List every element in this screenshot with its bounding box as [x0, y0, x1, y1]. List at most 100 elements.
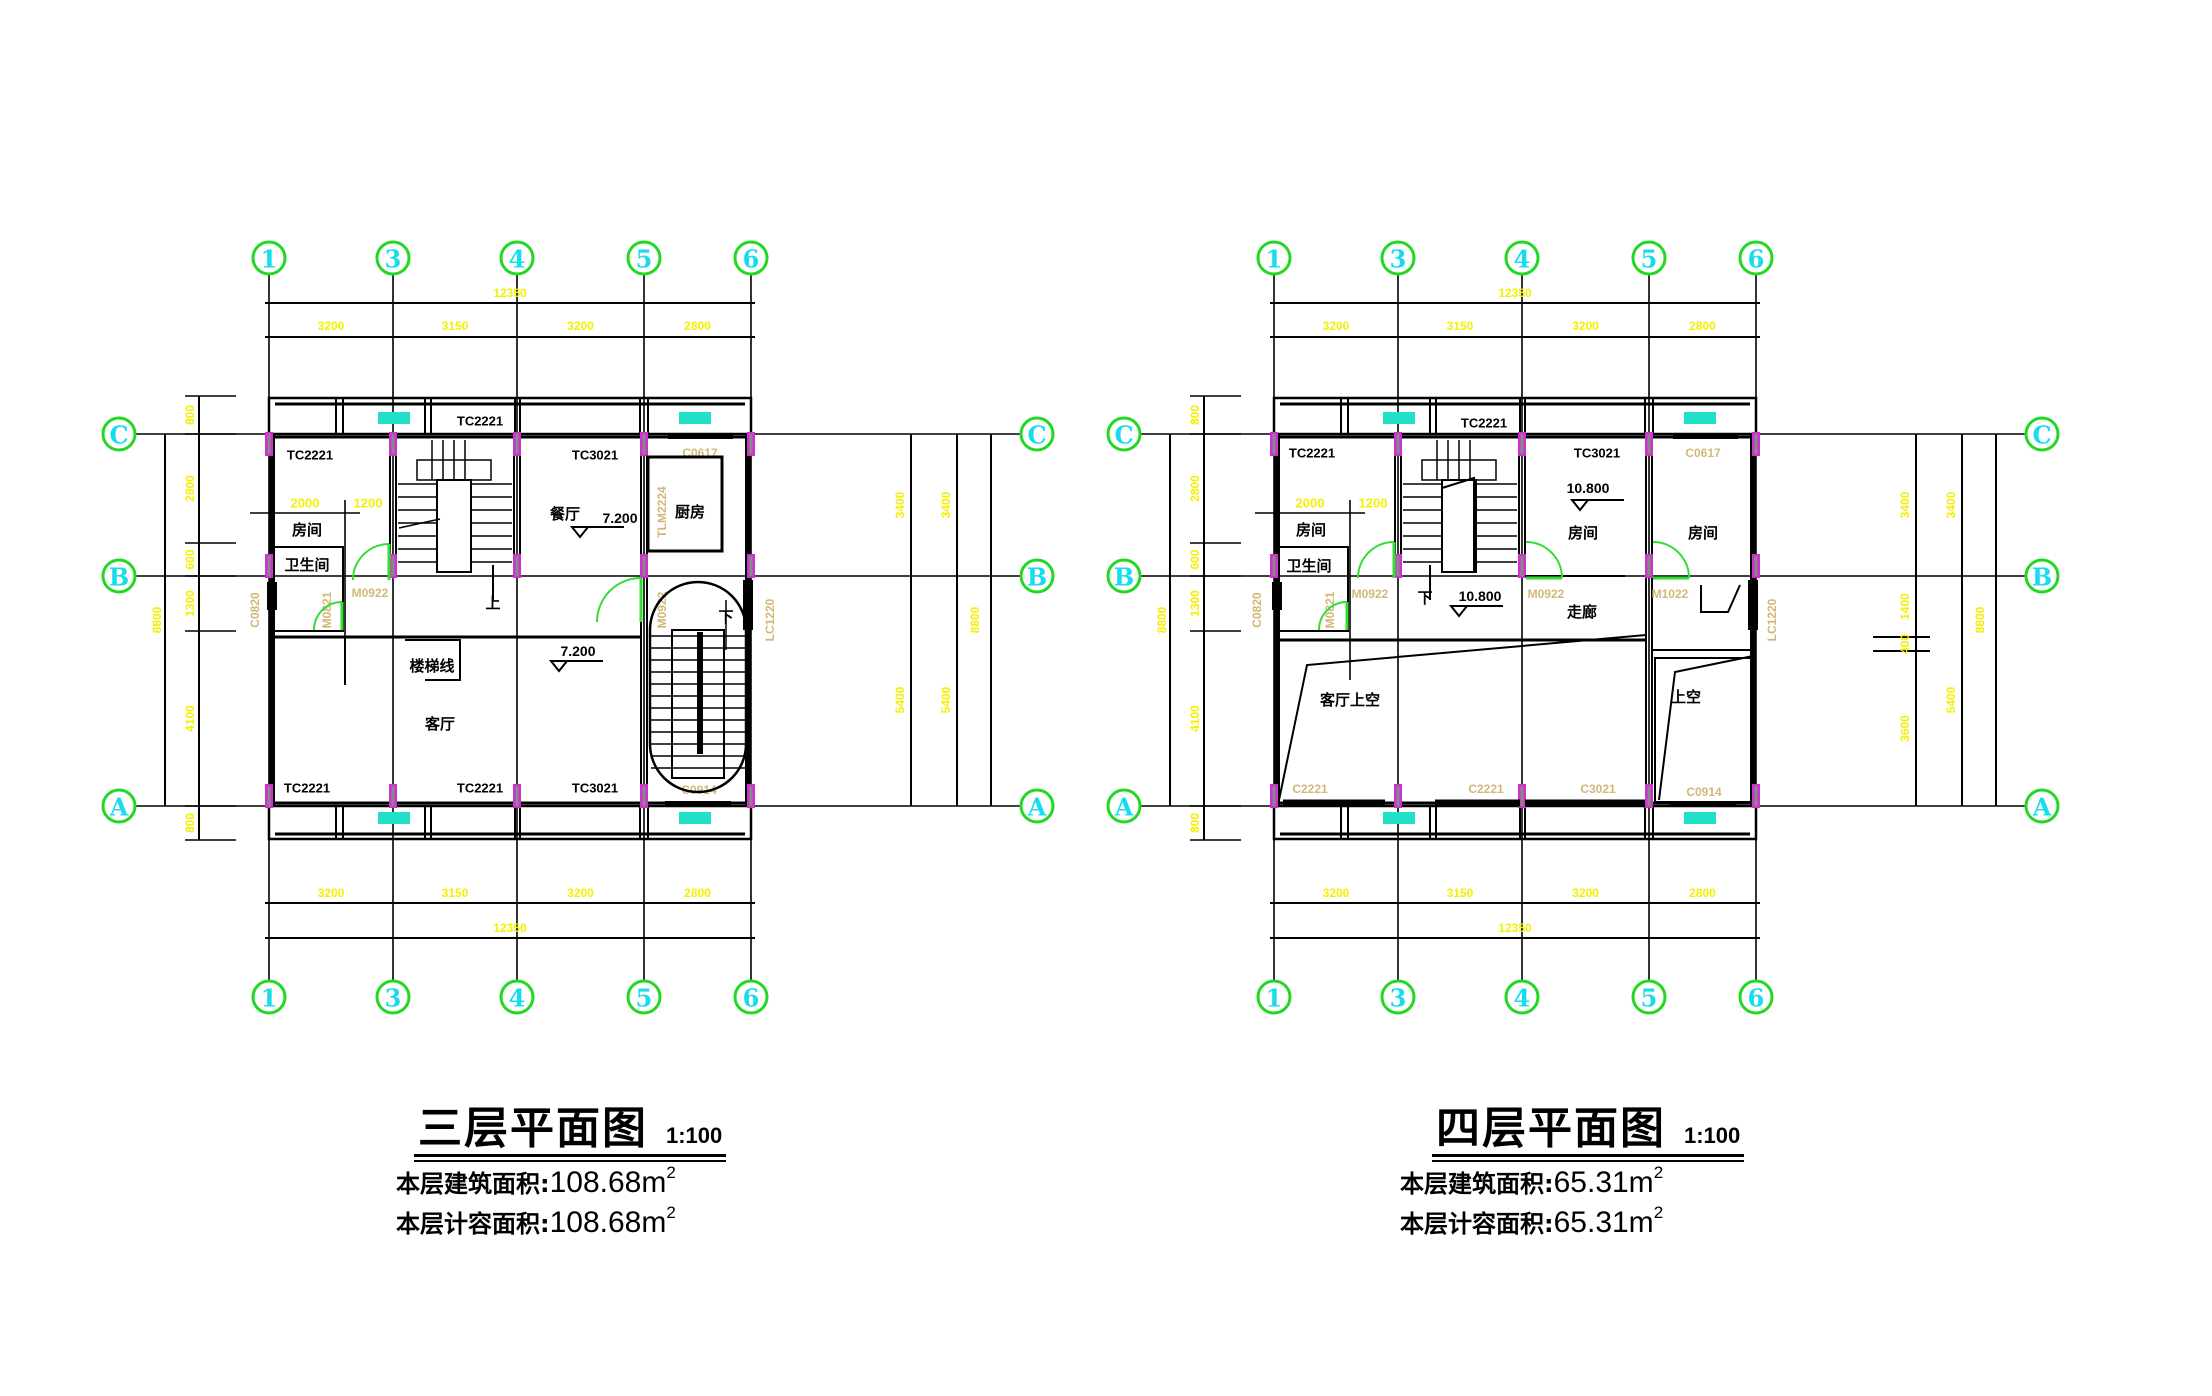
dimension-left: 4100 — [183, 705, 197, 732]
axis-label-y: C — [2032, 421, 2051, 450]
dimension-left: 2800 — [1188, 475, 1202, 502]
dimension-1200: 1200 — [1359, 496, 1388, 511]
dimension-span: 3150 — [442, 319, 469, 333]
axis-label-x: 3 — [1390, 984, 1407, 1013]
room-label-kitchen: 厨房 — [675, 503, 705, 521]
axis-bubble — [626, 240, 662, 276]
level-marker-icon — [1569, 499, 1624, 512]
structural-column-core — [1272, 434, 1276, 454]
area-unit-sup: 2 — [1653, 1163, 1664, 1182]
axis-bubble — [1106, 558, 1142, 594]
dimension-right: 3600 — [1898, 715, 1912, 742]
structural-column-core — [1754, 434, 1758, 454]
axis-label-x: 3 — [1390, 245, 1407, 274]
axis-label-y: C — [1114, 421, 1133, 450]
window-tag-lc1220: LC1220 — [763, 598, 777, 641]
area-unit-sup: 2 — [1653, 1203, 1664, 1222]
dimension-span: 3200 — [567, 319, 594, 333]
window-tag-tc3021: TC3021 — [572, 781, 618, 796]
axis-bubble — [733, 979, 769, 1015]
axis-label-x: 1 — [261, 984, 278, 1013]
axis-bubble — [499, 240, 535, 276]
room-label-living-void: 客厅上空 — [1319, 691, 1380, 709]
axis-bubble — [1019, 558, 1055, 594]
dimension-span: 3200 — [567, 886, 594, 900]
stair-oval — [648, 580, 748, 794]
dimension-span: 3150 — [1447, 319, 1474, 333]
dimension-left: 1300 — [183, 590, 197, 617]
window-tag — [1684, 412, 1716, 424]
area-unit-sup: 2 — [666, 1163, 676, 1182]
axis-bubble — [1504, 979, 1540, 1015]
structural-column-core — [1647, 434, 1651, 454]
room-label-bedroom: 房间 — [292, 521, 322, 539]
plan-scale: 1:100 — [1684, 1123, 1741, 1148]
window-tag-c0820: C0820 — [248, 592, 262, 628]
balcony-top — [1272, 396, 1758, 436]
door-swing-arc — [352, 543, 390, 581]
room-label-dining: 餐厅 — [550, 505, 580, 523]
structural-column-core — [1272, 556, 1276, 576]
window-tag-c2221: C2221 — [1468, 782, 1504, 796]
dimension-span: 2800 — [684, 886, 711, 900]
structural-column-core — [267, 434, 271, 454]
structural-column-core — [642, 556, 646, 576]
dimension-2000: 2000 — [291, 496, 320, 511]
axis-bubble — [499, 979, 535, 1015]
window-tag-c0914: C0914 — [681, 783, 717, 797]
dimension-left: 800 — [1188, 813, 1202, 833]
structural-column-core — [1520, 786, 1524, 806]
area-label: 本层计容面积: — [396, 1210, 550, 1238]
dimension-left-total: 8800 — [150, 606, 164, 633]
dimension-2000: 2000 — [1296, 496, 1325, 511]
dimension-right: 1400 — [1898, 593, 1912, 620]
axis-label-x: 4 — [509, 245, 526, 274]
axis-label-x: 5 — [1641, 245, 1658, 274]
dimension-total: 12350 — [1498, 286, 1532, 300]
axis-label-y: B — [2032, 563, 2052, 592]
window-tag — [1383, 412, 1415, 424]
window-tag-tc2221: TC2221 — [457, 414, 503, 429]
window-tag — [378, 412, 410, 424]
room-label-bedroom: 房间 — [1568, 524, 1598, 542]
area-line-plot-4f: 本层计容面积:65.31m2 — [1400, 1203, 1663, 1240]
axis-bubble — [101, 558, 137, 594]
plan-title-text: 三层平面图 — [418, 1103, 648, 1154]
area-line-plot-3f: 本层计容面积:108.68m2 — [396, 1203, 676, 1240]
door-tag-m0922: M0922 — [1528, 587, 1565, 601]
window-tag — [1383, 812, 1415, 824]
structural-column-core — [1754, 786, 1758, 806]
dimension-total: 12350 — [493, 921, 527, 935]
structural-column-core — [1647, 556, 1651, 576]
axis-label-y: A — [2032, 793, 2052, 822]
structural-column-core — [1396, 786, 1400, 806]
axis-label-y: A — [109, 793, 129, 822]
level-elevation: 7.200 — [602, 510, 637, 526]
axis-label-x: 1 — [261, 245, 278, 274]
stair-arrow — [398, 518, 441, 529]
window-tag-tc2221: TC2221 — [457, 781, 503, 796]
axis-label-y: B — [1027, 563, 1047, 592]
stair-flight — [671, 629, 725, 779]
window-tag-lc1220: LC1220 — [1765, 598, 1779, 641]
window-tag — [679, 412, 711, 424]
window-tag-c0820: C0820 — [1250, 592, 1264, 628]
window-tag — [1684, 812, 1716, 824]
axis-label-y: C — [1027, 421, 1046, 450]
dimension-span: 3150 — [442, 886, 469, 900]
living-void-outline — [1278, 634, 1647, 801]
dimension-span: 3200 — [318, 886, 345, 900]
axis-label-x: 6 — [1748, 984, 1765, 1013]
window-tag-tc3021: TC3021 — [572, 448, 618, 463]
plan-scale: 1:100 — [666, 1123, 723, 1148]
dimension-right: 3400 — [1944, 491, 1958, 518]
structural-column-core — [749, 786, 753, 806]
structural-column-core — [1272, 786, 1276, 806]
door-tag-m0922: M0922 — [352, 586, 389, 600]
structural-column-core — [642, 786, 646, 806]
stair-well — [1441, 479, 1477, 573]
room-label-bedroom: 房间 — [1296, 521, 1326, 539]
stair-up-label: 上 — [485, 594, 500, 612]
